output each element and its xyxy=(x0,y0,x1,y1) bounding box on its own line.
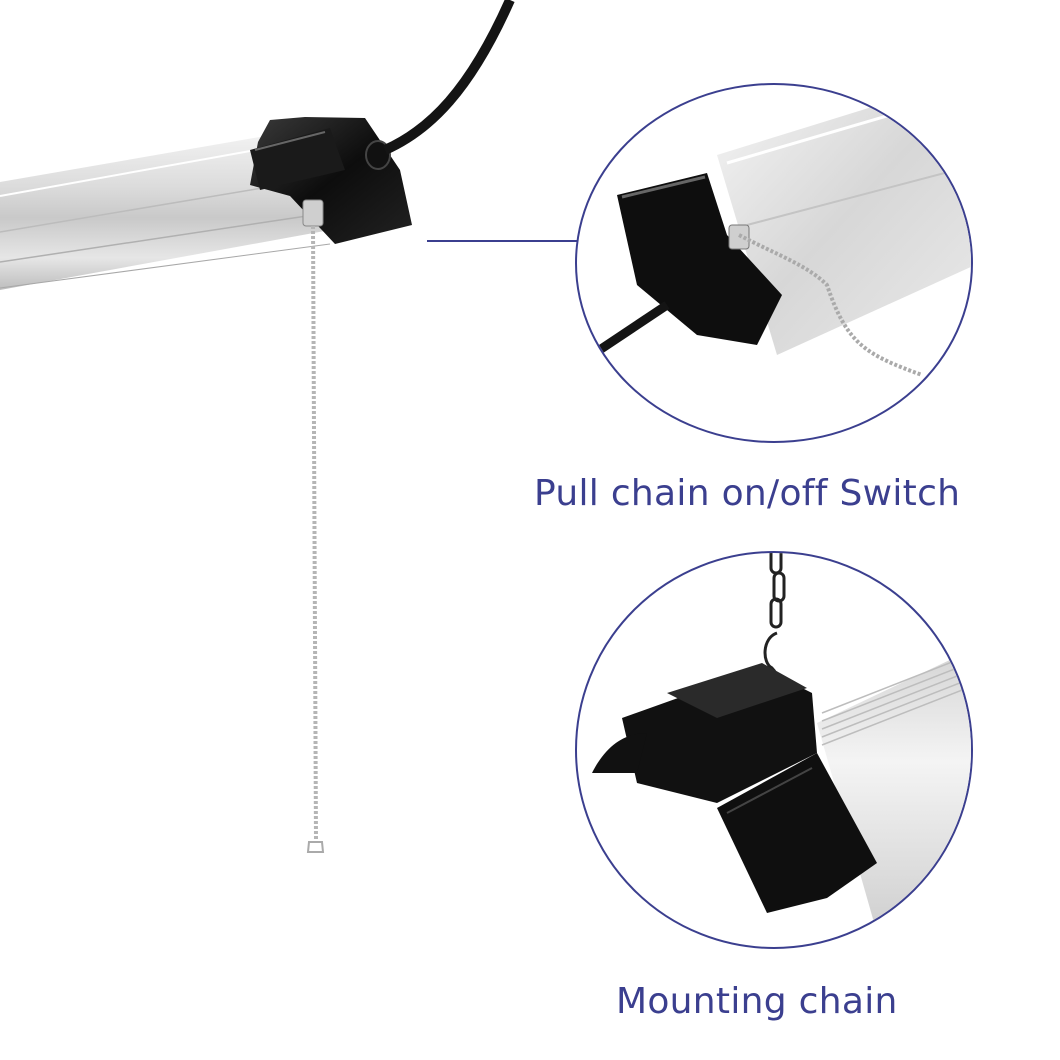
mounting-chain-detail-icon xyxy=(592,553,971,933)
shop-light-fixture-icon xyxy=(0,0,515,853)
mounting-chain-detail-circle xyxy=(575,551,973,949)
callout-connector-line xyxy=(427,240,577,242)
main-fixture-image xyxy=(0,0,600,900)
mounting-chain-label: Mounting chain xyxy=(616,981,898,1022)
pull-chain-detail-icon xyxy=(577,85,971,377)
pull-chain-detail-circle xyxy=(575,83,973,443)
pull-chain-label: Pull chain on/off Switch xyxy=(534,473,961,514)
